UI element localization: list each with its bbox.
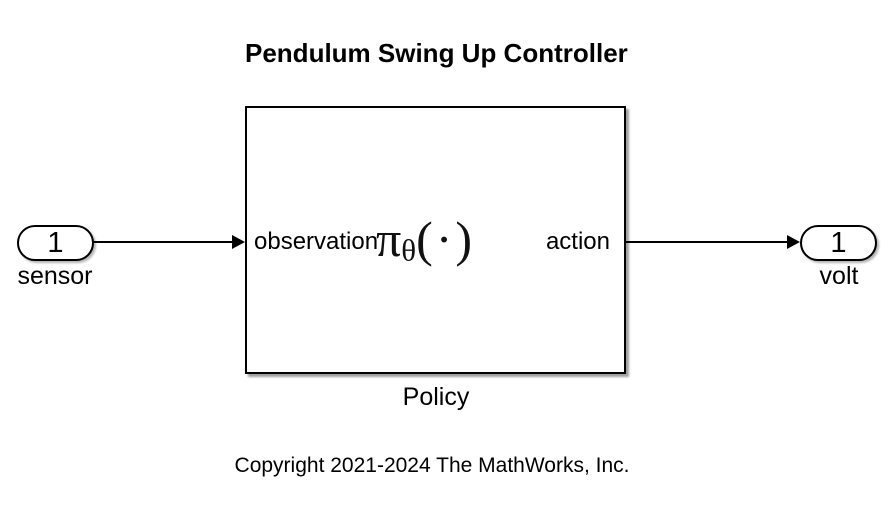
policy-input-port-label: observation [254,228,379,255]
policy-output-port-label: action [545,228,610,255]
policy-expression: πθ(·) [375,211,473,268]
policy-block[interactable]: observation πθ(·) action [245,106,626,374]
outport-number: 1 [830,226,847,259]
dot-symbol: · [435,211,453,267]
inport-block[interactable]: 1 [17,225,94,261]
copyright-text: Copyright 2021-2024 The MathWorks, Inc. [234,454,630,477]
open-paren: ( [416,211,433,267]
output-arrowhead-icon [787,235,800,249]
theta-subscript: θ [401,232,417,268]
policy-block-name[interactable]: Policy [402,383,470,411]
input-arrowhead-icon [232,235,245,249]
outport-name-label[interactable]: volt [819,262,859,290]
inport-number: 1 [47,226,64,259]
outport-block[interactable]: 1 [800,225,877,261]
output-signal-line[interactable] [626,241,788,243]
close-paren: ) [455,211,473,267]
input-signal-line[interactable] [93,241,233,243]
inport-name-label[interactable]: sensor [17,262,93,290]
model-title: Pendulum Swing Up Controller [245,38,628,68]
pi-symbol: π [375,211,402,267]
